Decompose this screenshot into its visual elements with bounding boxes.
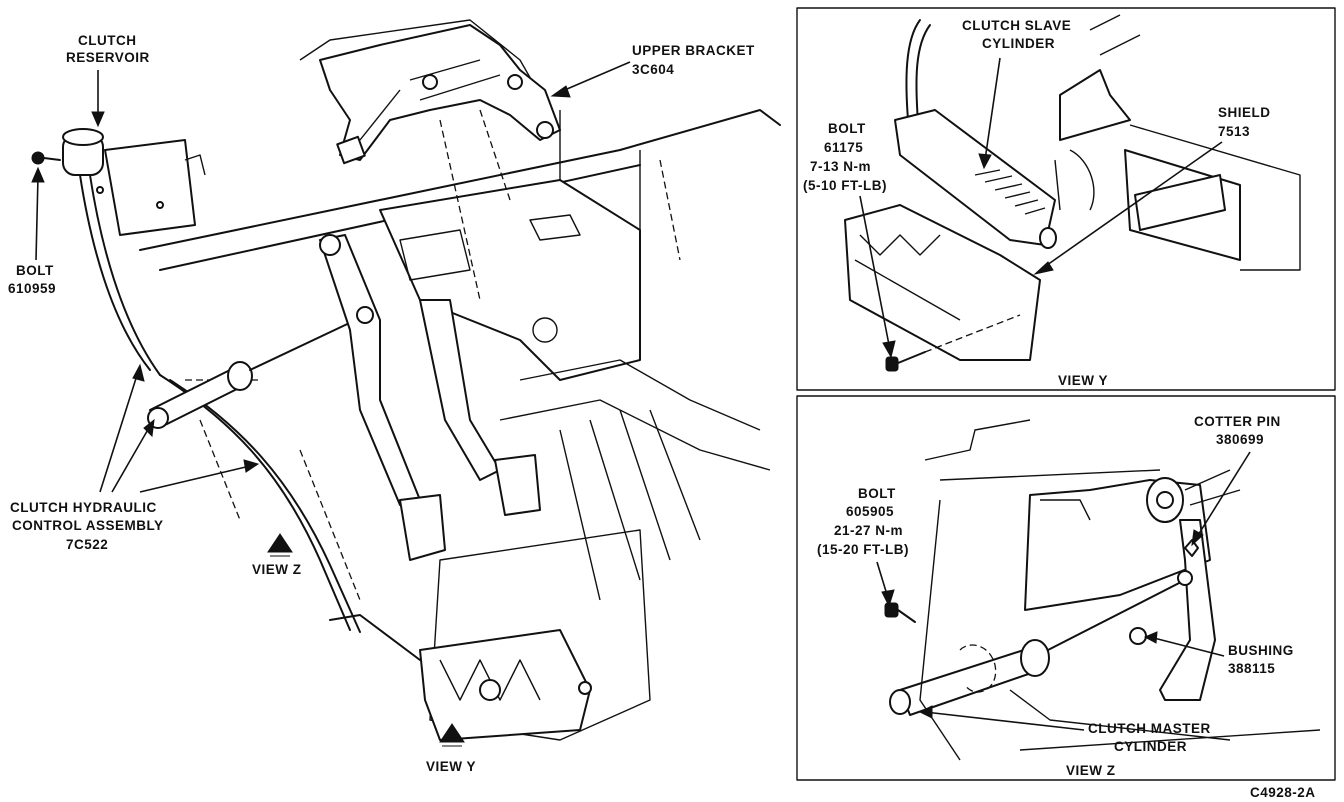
bolt-61175-label-2: 61175	[824, 140, 863, 155]
bushing-label-2: 388115	[1228, 661, 1275, 676]
cotter-pin-label-2: 380699	[1216, 432, 1264, 447]
bolt-61175-label-3: 7-13 N-m	[810, 159, 871, 174]
shield-label-2: 7513	[1218, 124, 1250, 139]
view-y-inset-label: VIEW Y	[1058, 373, 1108, 388]
clutch-master-cylinder-label-2: CYLINDER	[1114, 739, 1187, 754]
bolt-605905-label-3: 21-27 N-m	[834, 523, 903, 538]
bolt-610959-label-1: BOLT	[16, 263, 54, 278]
view-z-main-label: VIEW Z	[252, 562, 302, 577]
master-cylinder-main	[147, 309, 369, 429]
view-y-main-label: VIEW Y	[426, 759, 476, 774]
bolt-605905-label-2: 605905	[846, 504, 894, 519]
clutch-slave-cylinder-label-2: CYLINDER	[982, 36, 1055, 51]
upper-bracket-label-1: UPPER BRACKET	[632, 43, 755, 58]
clutch-reservoir	[62, 128, 206, 376]
bolt-61175-label-4: (5-10 FT-LB)	[803, 178, 887, 193]
clutch-hydraulic-label-3: 7C522	[66, 537, 108, 552]
bolt-610959-icon	[31, 151, 61, 165]
inset-view-y	[796, 7, 1336, 391]
bolt-61175-label-1: BOLT	[828, 121, 866, 136]
clutch-master-cylinder-label-1: CLUTCH MASTER	[1088, 721, 1211, 736]
view-z-inset-label: VIEW Z	[1066, 763, 1116, 778]
clutch-hydraulic-label-2: CONTROL ASSEMBLY	[12, 518, 164, 533]
slave-cylinder-main	[329, 614, 592, 741]
clutch-slave-cylinder-label-1: CLUTCH SLAVE	[962, 18, 1071, 33]
inset-view-z	[796, 395, 1336, 781]
clutch-hydraulic-label-1: CLUTCH HYDRAULIC	[10, 500, 157, 515]
figure-code-label: C4928-2A	[1250, 785, 1316, 800]
main-assembly-drawing	[31, 19, 781, 747]
shield-label-1: SHIELD	[1218, 105, 1271, 120]
upper-bracket-label-2: 3C604	[632, 62, 674, 77]
upper-bracket	[319, 24, 561, 165]
bushing-label-1: BUSHING	[1228, 643, 1294, 658]
view-y-marker-icon	[439, 723, 465, 747]
bolt-61175-icon	[885, 351, 926, 372]
cotter-pin-label-1: COTTER PIN	[1194, 414, 1281, 429]
brake-pedal	[419, 299, 541, 516]
bolt-610959-label-2: 610959	[8, 281, 56, 296]
clutch-pedal	[319, 234, 446, 561]
bolt-605905-label-4: (15-20 FT-LB)	[817, 542, 909, 557]
view-z-marker-icon	[267, 533, 293, 557]
bolt-605905-icon	[884, 602, 916, 623]
clutch-reservoir-label-2: RESERVOIR	[66, 50, 150, 65]
clutch-reservoir-label-1: CLUTCH	[78, 33, 137, 48]
bolt-605905-label-1: BOLT	[858, 486, 896, 501]
